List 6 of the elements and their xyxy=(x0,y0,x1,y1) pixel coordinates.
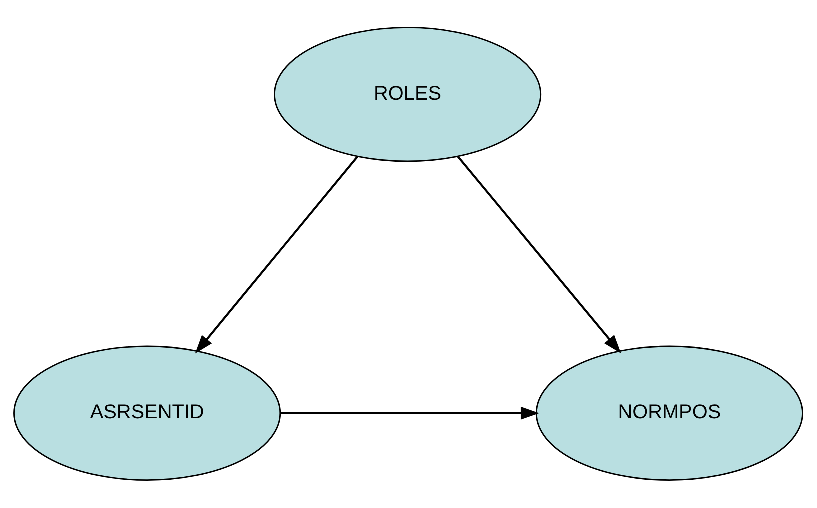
node-ellipse: ROLES xyxy=(274,26,542,162)
arrow xyxy=(195,156,358,354)
arrow xyxy=(280,406,540,420)
node-ellipse: ASRSENTID xyxy=(14,346,282,482)
node-ellipse: NORMPOS xyxy=(536,346,804,482)
arrow xyxy=(457,156,622,354)
